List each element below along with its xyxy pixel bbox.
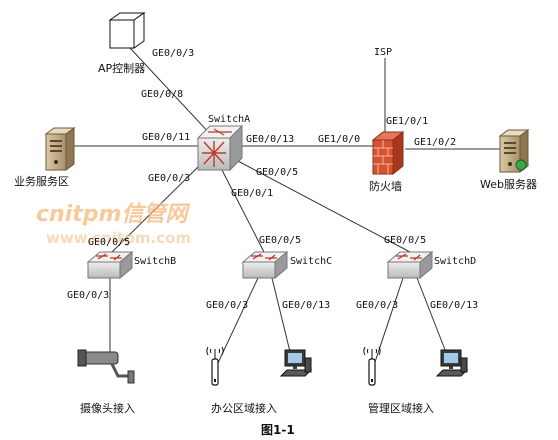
link-ap-switcha <box>129 47 214 138</box>
port-label: GE1/0/2 <box>414 137 456 148</box>
business-server-icon <box>45 127 75 171</box>
port-label: GE0/0/1 <box>231 188 273 199</box>
mgmt-access-label: 管理区域接入 <box>368 401 434 415</box>
port-label: GE0/0/13 <box>282 300 330 311</box>
port-label: GE0/0/3 <box>206 300 248 311</box>
port-label: GE0/0/3 <box>152 48 194 59</box>
figure-caption: 图1-1 <box>261 423 295 437</box>
link-switcha-switchd <box>235 159 411 253</box>
link-switchd-mgmt-pc <box>416 277 450 361</box>
watermark-url: www.cnitpm.com <box>46 229 191 247</box>
watermark-brand: cnitpm信管网 <box>36 201 190 227</box>
switch-a-label: SwitchA <box>208 114 250 125</box>
office-access-label: 办公区域接入 <box>211 402 277 415</box>
switch-c-icon <box>242 251 288 279</box>
port-label: GE1/0/0 <box>318 134 360 145</box>
switch-b-label: SwitchB <box>134 256 176 267</box>
business-area-label: 业务服务区 <box>14 175 69 188</box>
office-ap-icon <box>206 346 224 386</box>
link-switchc-office-pc <box>271 277 293 361</box>
port-label: GE0/0/11 <box>142 132 190 143</box>
port-label: GE0/0/5 <box>384 235 426 246</box>
firewall-icon <box>371 130 405 176</box>
isp-label: ISP <box>374 47 392 58</box>
port-label: GE0/0/3 <box>356 300 398 311</box>
switch-d-label: SwitchD <box>434 256 476 267</box>
mgmt-pc-icon <box>436 349 468 377</box>
switch-d-icon <box>387 251 433 279</box>
link-switcha-switchc <box>221 169 265 253</box>
port-label: GE0/0/3 <box>148 173 190 184</box>
port-label: GE0/0/3 <box>67 290 109 301</box>
office-pc-icon <box>280 349 312 377</box>
switch-b-icon <box>87 251 133 279</box>
camera-access-label: 摄像头接入 <box>80 401 135 415</box>
port-label: GE0/0/13 <box>246 134 294 145</box>
port-label: GE1/0/1 <box>386 116 428 127</box>
switch-a-icon <box>196 124 244 172</box>
ap-controller-label: AP控制器 <box>98 61 145 75</box>
firewall-label: 防火墙 <box>369 179 402 193</box>
port-label: GE0/0/5 <box>256 167 298 178</box>
port-label: GE0/0/5 <box>88 237 130 248</box>
web-server-icon <box>499 129 529 173</box>
link-switchc-office-ap <box>216 277 259 366</box>
switch-c-label: SwitchC <box>290 256 332 267</box>
link-switcha-switchb <box>111 159 206 253</box>
port-label: GE0/0/13 <box>430 300 478 311</box>
web-server-label: Web服务器 <box>480 178 537 191</box>
camera-icon <box>77 349 135 384</box>
link-switchd-mgmt-ap <box>373 277 404 366</box>
ap-controller-icon <box>108 12 146 49</box>
port-label: GE0/0/8 <box>141 89 183 100</box>
port-label: GE0/0/5 <box>259 235 301 246</box>
